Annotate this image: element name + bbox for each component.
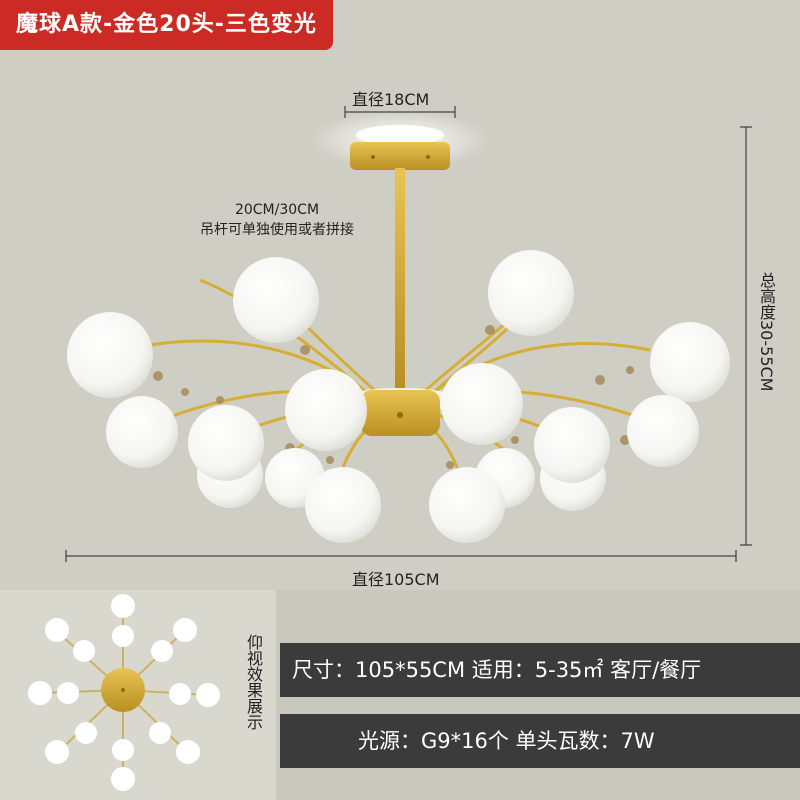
width-label: 直径105CM	[352, 570, 440, 589]
bottom-view-label: 仰视效果展示	[244, 634, 263, 730]
top-diameter-label: 直径18CM	[352, 90, 430, 109]
product-title-badge: 魔球A款-金色20头-三色变光	[0, 0, 333, 50]
spec-bar-size: 尺寸：105*55CM 适用：5-35㎡ 客厅/餐厅	[280, 643, 800, 697]
rod-note: 20CM/30CM 吊杆可单独使用或者拼接	[200, 200, 354, 240]
rod-length-label: 20CM/30CM	[234, 202, 320, 218]
rod-note-text: 吊杆可单独使用或者拼接	[200, 222, 354, 238]
bottom-view-image	[28, 594, 220, 791]
spec-bar-light: 光源：G9*16个 单头瓦数：7W	[280, 714, 800, 768]
total-height-label: 总高度30-55CM	[757, 272, 776, 392]
